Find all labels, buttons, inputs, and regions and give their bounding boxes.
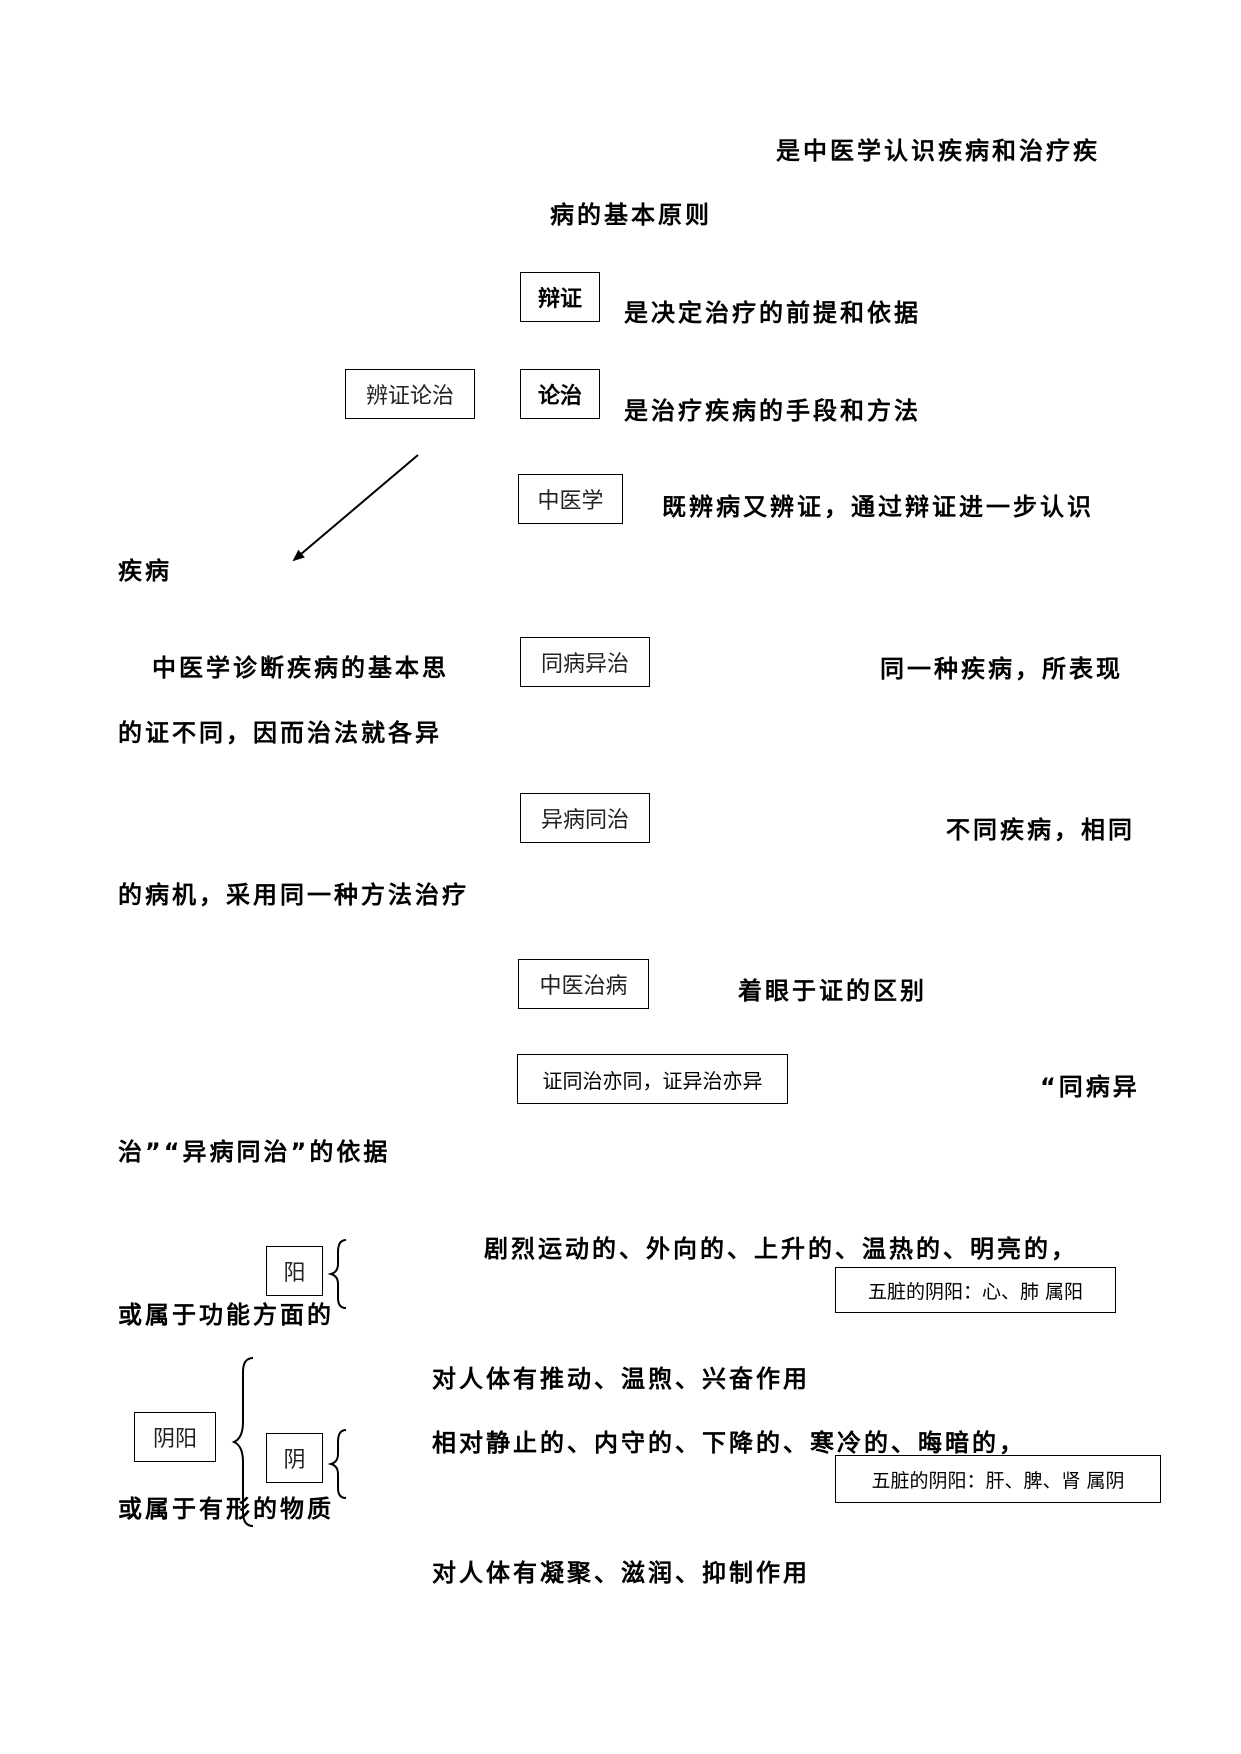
tongbing-yizhi-box: 同病异治 (520, 637, 650, 687)
tongbing-desc-line-1: 同一种疾病，所表现 (880, 655, 1123, 683)
zhongyixue-desc-rest: ，通过辩证进一步认识 (824, 493, 1094, 521)
yang-effect-bold: 推动、温煦、兴奋 (540, 1365, 756, 1393)
yin-effect-post: 作用 (756, 1559, 810, 1587)
yin-effect: 对人体有凝聚、滋润、抑制作用 (432, 1558, 810, 1588)
yang-box: 阳 (266, 1246, 323, 1296)
yang-effect-pre: 对人体有 (432, 1365, 540, 1393)
yiju-line-1: “同病异 (1040, 1073, 1140, 1101)
brace-yang (327, 1239, 347, 1309)
zhongyixue-box: 中医学 (518, 474, 623, 524)
zhibing-desc-bold: 证 (819, 977, 846, 1005)
yin-box: 阴 (266, 1433, 323, 1483)
brace-yinyang (231, 1357, 254, 1527)
wuzang-yang-box: 五脏的阴阳：心、肺 属阳 (835, 1267, 1116, 1313)
zhongyi-zhibing-box: 中医治病 (518, 959, 649, 1009)
zhongyixue-desc: 既辨病又辨证，通过辩证进一步认识 (662, 492, 1094, 522)
yang-desc-line-1: 剧烈运动的、外向的、上升的、温热的、明亮的， (484, 1235, 1078, 1263)
yin-desc-line-2: 或属于有形的物质 (118, 1495, 334, 1523)
yiju-line-2-pre: 治”“异病同治”的 (118, 1138, 337, 1166)
yin-desc-line-1: 相对静止的、内守的、下降的、寒冷的、晦暗的， (432, 1429, 1026, 1457)
bianzheng-box: 辩证 (520, 272, 600, 322)
tongbing-desc-line-2: 的证不同，因而治法就各异 (118, 719, 442, 747)
yiju-line-2: 治”“异病同治”的依据 (118, 1137, 390, 1167)
thought-prefix: 中医学诊断疾病的基本思 (152, 654, 449, 682)
definition-line-1: 是中医学认识疾病和治疗疾 (776, 137, 1100, 165)
yibing-desc-line-1: 不同疾病，相同 (946, 816, 1135, 844)
yang-effect-post: 作用 (756, 1365, 810, 1393)
lunzhi-box: 论治 (520, 369, 600, 419)
arrow-line (292, 454, 419, 562)
yinyang-box: 阴阳 (134, 1412, 216, 1462)
bianzheng-lunzhi-box: 辨证论治 (345, 369, 475, 419)
bianzheng-desc: 是决定治疗的前提和依据 (624, 299, 921, 327)
yiju-line-2-bold: 依据 (336, 1138, 391, 1166)
zheng-tong-box: 证同治亦同，证异治亦异 (517, 1054, 788, 1104)
lunzhi-desc: 是治疗疾病的手段和方法 (624, 397, 921, 425)
yin-effect-bold: 凝聚、滋润、抑制 (540, 1559, 756, 1587)
zhongyixue-desc-tail: 疾病 (118, 557, 172, 585)
zhibing-desc-post: 的区别 (846, 977, 927, 1005)
zhibing-desc: 着眼于证的区别 (738, 976, 927, 1006)
brace-yin (327, 1429, 347, 1499)
zhongyixue-desc-bold: 既辨病又辨证 (662, 493, 824, 521)
zhibing-desc-pre: 着眼于 (738, 977, 819, 1005)
definition-line-2: 病的基本原则 (550, 201, 712, 229)
yang-effect: 对人体有推动、温煦、兴奋作用 (432, 1364, 810, 1394)
yin-effect-pre: 对人体有 (432, 1559, 540, 1587)
wuzang-yin-box: 五脏的阴阳：肝、脾、肾 属阴 (835, 1455, 1161, 1503)
yibing-desc-line-2: 的病机，采用同一种方法治疗 (118, 881, 469, 909)
yang-desc-line-2: 或属于功能方面的 (118, 1301, 334, 1329)
yibing-tongzhi-box: 异病同治 (520, 793, 650, 843)
